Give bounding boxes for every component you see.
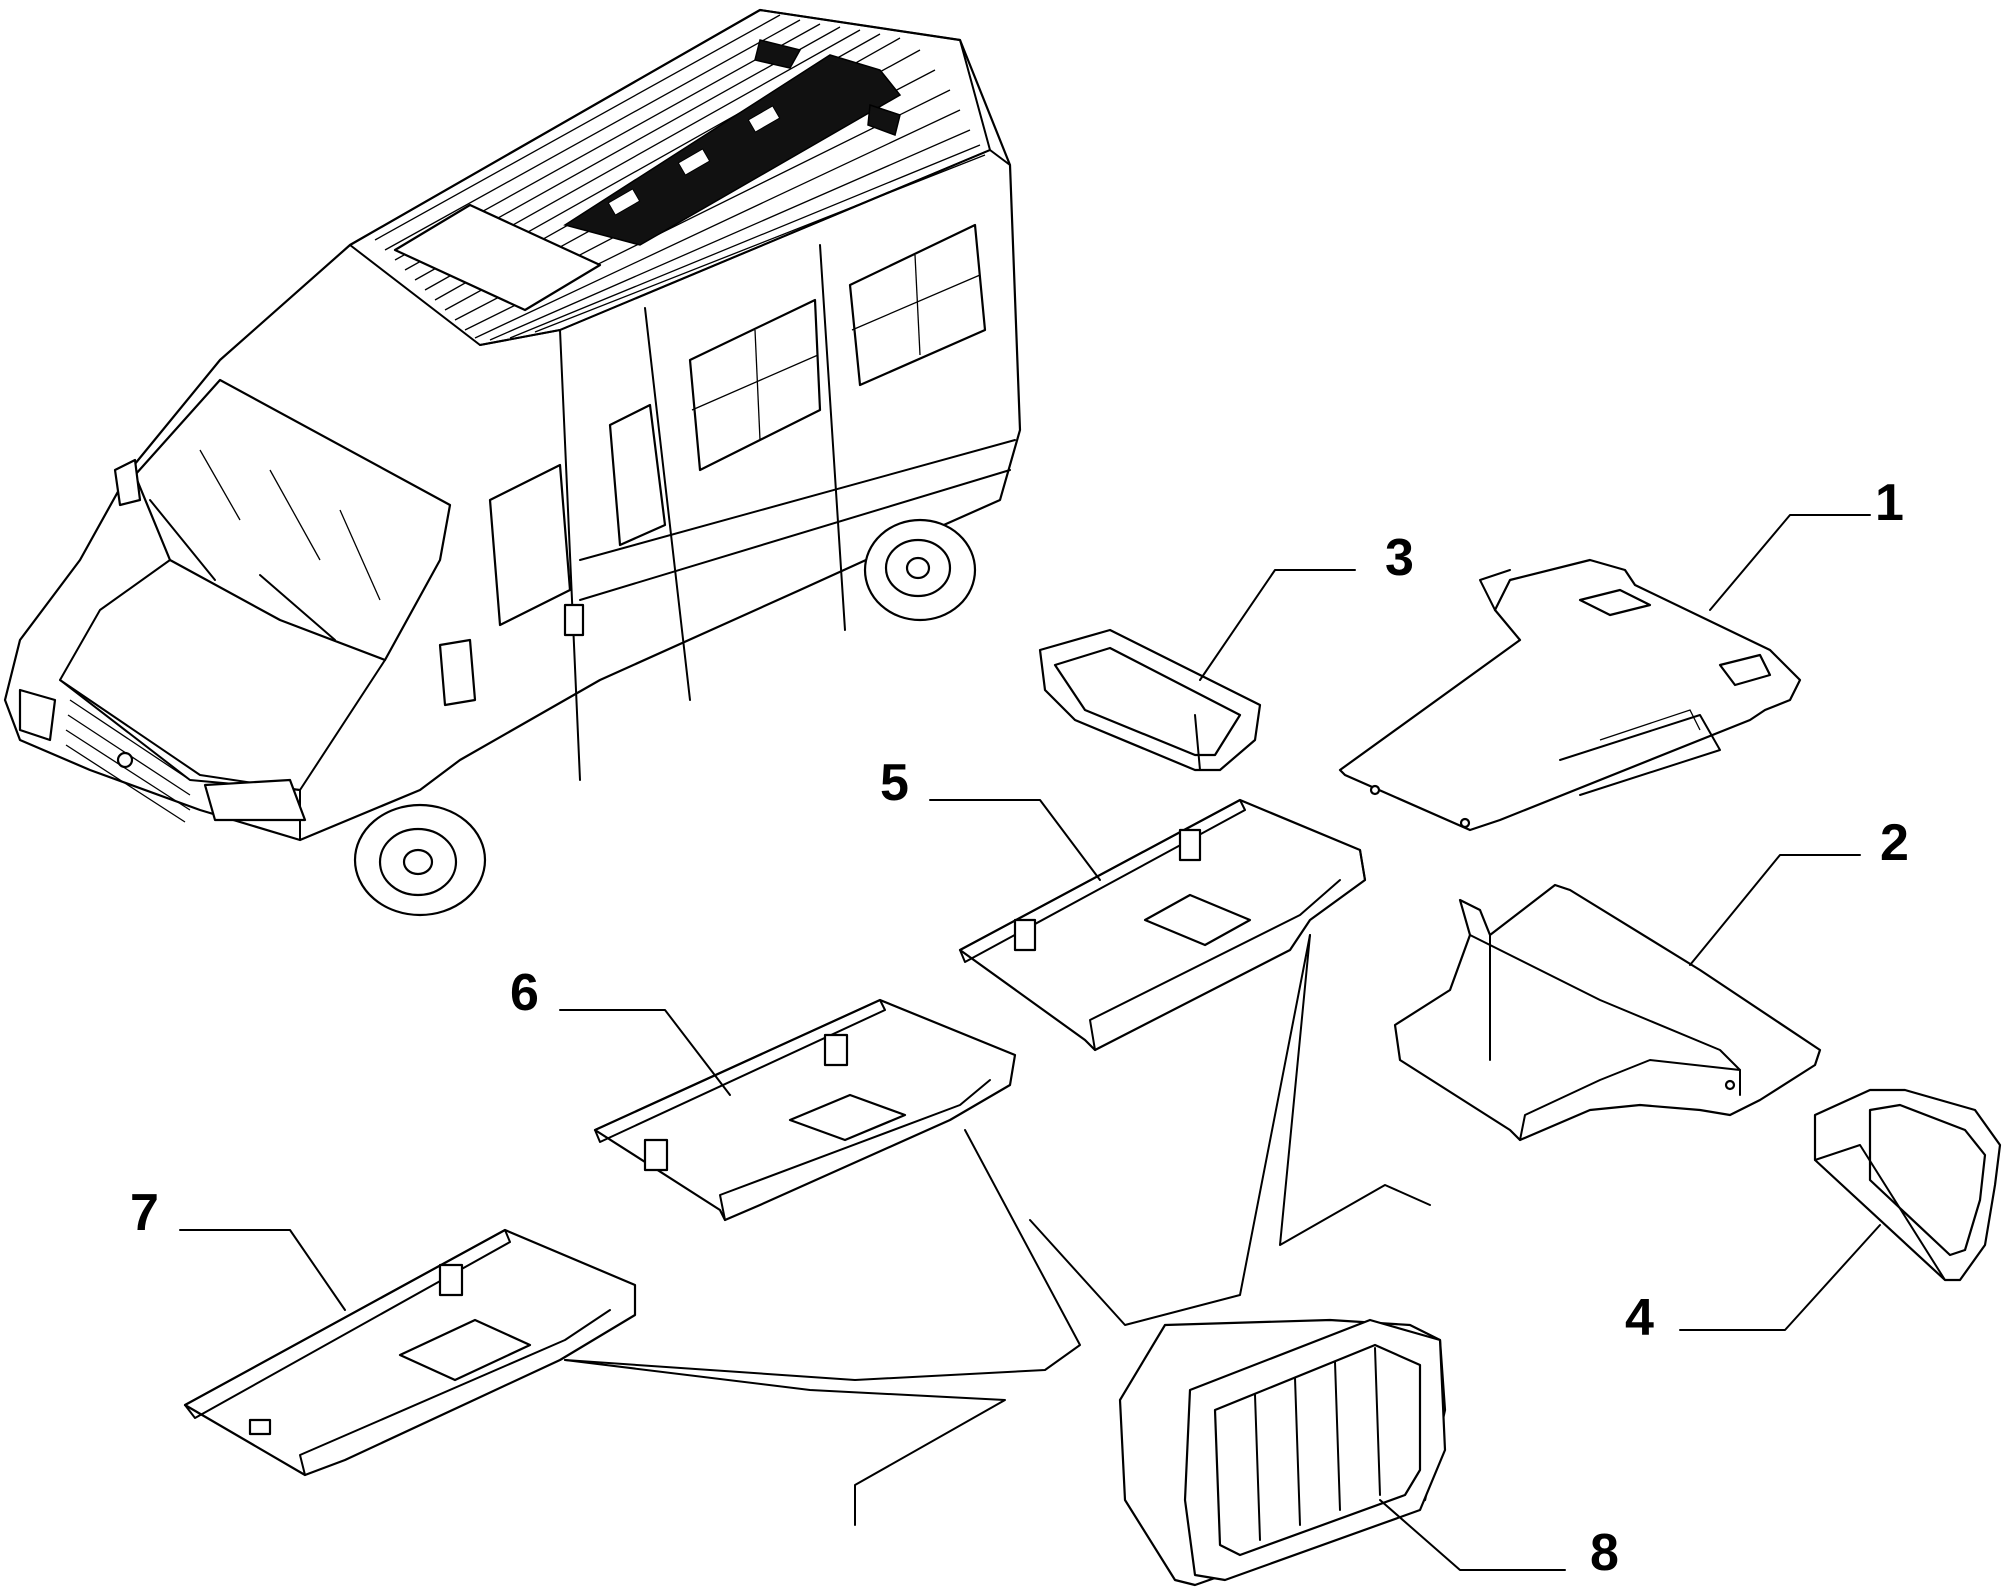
van-illustration bbox=[3, 8, 1022, 917]
label-6: 6 bbox=[510, 964, 539, 1022]
part-labels: 1 2 3 4 5 6 7 8 bbox=[130, 474, 1909, 1582]
part-3-vent bbox=[1038, 628, 1262, 772]
part-8-grille-vent bbox=[1118, 1318, 1447, 1587]
label-4: 4 bbox=[1625, 1289, 1654, 1347]
label-2: 2 bbox=[1880, 814, 1909, 872]
leader-lines bbox=[179, 514, 1881, 1571]
label-3: 3 bbox=[1385, 529, 1414, 587]
part-7-tray bbox=[183, 1228, 637, 1477]
label-7: 7 bbox=[130, 1184, 159, 1242]
part-1-floor-panel bbox=[1338, 558, 1802, 832]
part-2-panel bbox=[1393, 883, 1822, 1142]
part-6-tray bbox=[593, 998, 1017, 1222]
label-5: 5 bbox=[880, 754, 909, 812]
label-8: 8 bbox=[1590, 1524, 1619, 1582]
part-4-vent bbox=[1813, 1088, 2002, 1282]
part-5-tray bbox=[958, 798, 1367, 1052]
label-1: 1 bbox=[1875, 474, 1904, 532]
